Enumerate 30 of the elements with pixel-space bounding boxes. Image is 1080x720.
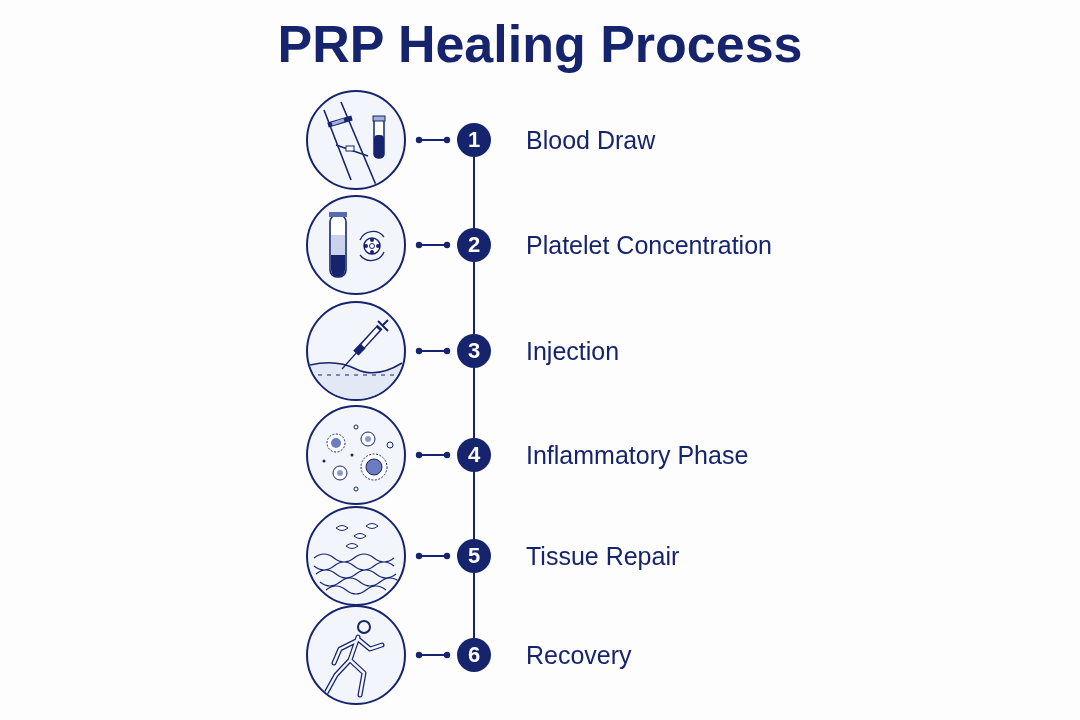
syringe-injection-drawing bbox=[305, 300, 407, 402]
timeline-line bbox=[473, 156, 475, 229]
dot-connector bbox=[415, 241, 451, 249]
step-label: Platelet Concentration bbox=[526, 230, 772, 260]
step-label: Recovery bbox=[526, 640, 632, 670]
dot-connector bbox=[415, 651, 451, 659]
tube-and-centrifuge-drawing bbox=[305, 194, 407, 296]
title: PRP Healing Process bbox=[276, 14, 804, 74]
dot-connector bbox=[415, 552, 451, 560]
step-label: Inflammatory Phase bbox=[526, 440, 749, 470]
step-number: 6 bbox=[457, 638, 491, 672]
timeline-line bbox=[473, 261, 475, 335]
step-number: 2 bbox=[457, 228, 491, 262]
step-number: 4 bbox=[457, 438, 491, 472]
step-label: Blood Draw bbox=[526, 125, 656, 155]
tissue-fibers-drawing bbox=[305, 505, 407, 607]
step-number: 1 bbox=[457, 123, 491, 157]
timeline-line bbox=[473, 367, 475, 439]
timeline-line bbox=[473, 572, 475, 639]
dot-connector bbox=[415, 451, 451, 459]
running-figure-drawing bbox=[305, 604, 407, 706]
step-number: 5 bbox=[457, 539, 491, 573]
cells-drawing bbox=[305, 404, 407, 506]
dot-connector bbox=[415, 136, 451, 144]
step-label: Tissue Repair bbox=[526, 541, 680, 571]
step-number: 3 bbox=[457, 334, 491, 368]
timeline-line bbox=[473, 471, 475, 540]
step-label: Injection bbox=[526, 336, 620, 366]
arm-and-tube-drawing bbox=[305, 89, 407, 191]
dot-connector bbox=[415, 347, 451, 355]
